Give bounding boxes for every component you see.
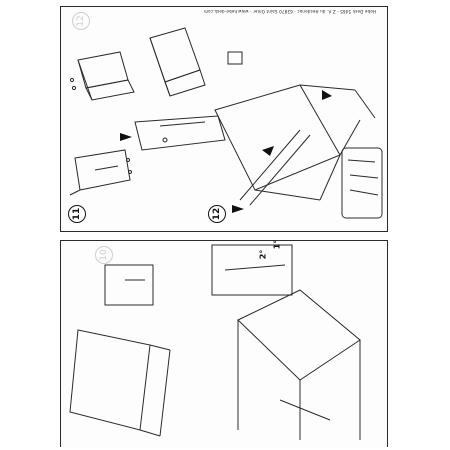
- rail-box-drawing: [69, 149, 132, 196]
- detail-inset-drawing: [341, 147, 383, 219]
- assembly-panel-top: Hebe Desk 5465 · Z.A. du Hesdenoc · 6287…: [60, 6, 388, 232]
- desk-frame-drawing: [214, 84, 376, 206]
- direction-arrows: [120, 90, 332, 213]
- drawer-box-drawing: [69, 51, 135, 101]
- assembly-panel-bottom: [60, 240, 388, 447]
- slide-panel-drawing: [134, 115, 226, 151]
- desk-assembly-bottom-drawing: [69, 244, 361, 440]
- drawer-front-drawing: [149, 27, 206, 97]
- bracket-detail: [227, 51, 243, 65]
